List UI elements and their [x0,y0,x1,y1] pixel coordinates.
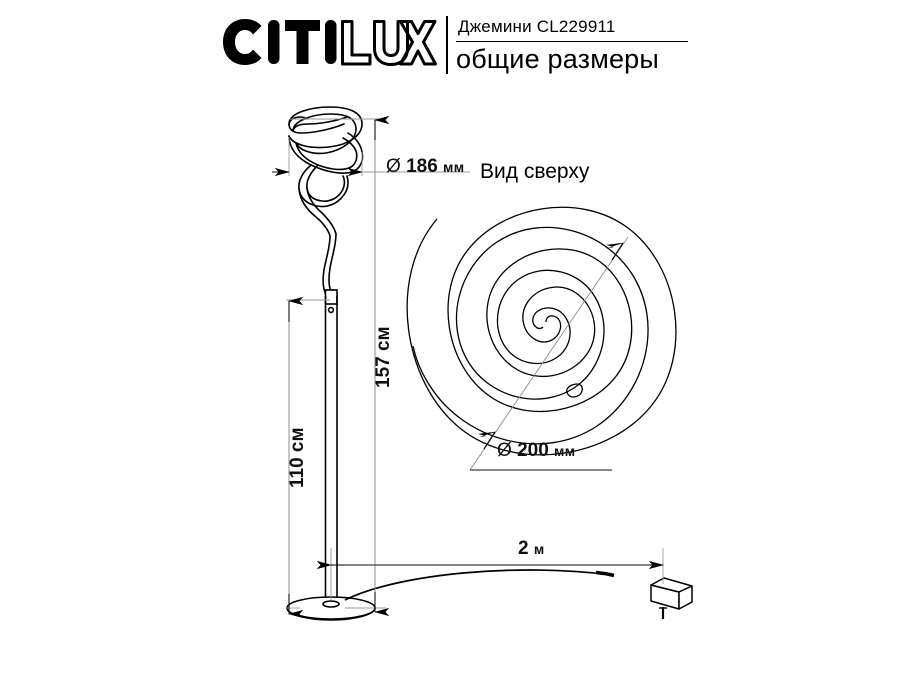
dimension-cable-length [316,548,665,600]
diameter-symbol-186: Ø [386,156,401,177]
dimension-head-diameter [272,137,470,177]
top-view-spiral-graphic [406,206,677,456]
dimension-unit-157: см [373,326,394,352]
title-block: Джемини CL229911 общие размеры [446,14,746,76]
page-subtitle: общие размеры [456,44,660,74]
dimension-unit-110: см [287,427,308,453]
dimension-value-110: 110 [287,457,308,488]
dimension-unit-200: мм [554,443,576,459]
dimension-label-total-height: 157 см [373,326,394,388]
dimension-label-cable-length: 2 м [518,539,545,558]
leader-spiral-diameter [469,236,629,471]
dimension-value-200: 200 [517,440,549,461]
title-divider [446,16,448,74]
header: Джемини CL229911 общие размеры [0,0,900,88]
product-name: Джемини CL229911 [458,17,616,36]
title-rule [456,41,688,42]
power-cable [344,569,615,601]
dimension-label-pole-height: 110 см [287,427,308,488]
dimension-total-height [289,115,390,617]
lamp-head-spiral-front [288,106,364,298]
dimension-pole-height [286,296,330,619]
dimension-value-186: 186 [406,156,438,177]
dimension-label-head-diameter: Ø 186 мм [386,157,464,176]
diameter-symbol-200: Ø [497,440,512,461]
dimension-label-spiral-diameter: Ø 200 мм [497,441,575,460]
top-view-label: Вид сверху [480,160,590,183]
dimension-unit-m: м [533,541,545,557]
lamp-base [286,596,376,621]
dimension-unit-186: мм [443,159,465,175]
power-plug [650,577,693,619]
citilux-logo [222,18,437,66]
dimension-value-2: 2 [518,538,529,559]
dimension-value-157: 157 [373,356,394,388]
